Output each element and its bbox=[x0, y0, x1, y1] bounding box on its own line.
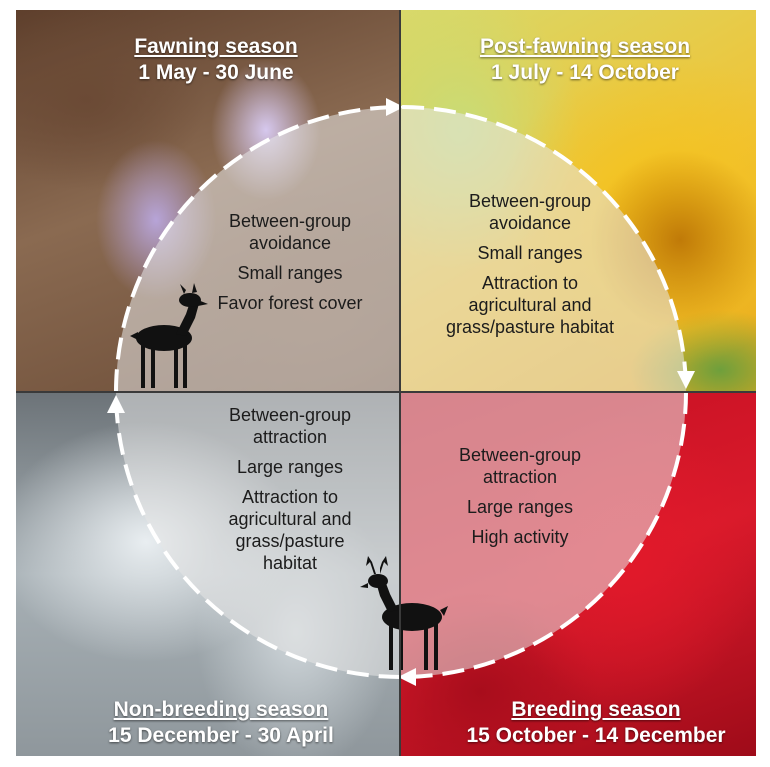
behaviour-text: High activity bbox=[420, 526, 620, 548]
behaviour-text: Favor forest cover bbox=[190, 292, 390, 314]
post-fawning-season-heading: Post-fawning season 1 July - 14 October bbox=[440, 34, 730, 86]
behaviour-line: avoidance bbox=[249, 233, 331, 253]
behaviour-text: Between-group attraction bbox=[420, 444, 620, 488]
behaviour-line: Between-group bbox=[229, 211, 351, 231]
behaviour-line: grass/pasture habitat bbox=[446, 317, 614, 337]
behaviour-line: agricultural and bbox=[228, 509, 351, 529]
post-fawning-behaviours: Between-group avoidance Small ranges Att… bbox=[410, 190, 650, 338]
behaviour-line: agricultural and bbox=[468, 295, 591, 315]
behaviour-line: Attraction to bbox=[242, 487, 338, 507]
behaviour-text: Between-group avoidance bbox=[190, 210, 390, 254]
breeding-behaviours: Between-group attraction Large ranges Hi… bbox=[420, 444, 620, 548]
non-breeding-behaviours: Between-group attraction Large ranges At… bbox=[180, 404, 400, 574]
behaviour-line: Between-group bbox=[229, 405, 351, 425]
behaviour-line: Between-group bbox=[459, 445, 581, 465]
behaviour-line: Between-group bbox=[469, 191, 591, 211]
fawning-behaviours: Between-group avoidance Small ranges Fav… bbox=[190, 210, 390, 314]
fawning-season-heading: Fawning season 1 May - 30 June bbox=[96, 34, 336, 86]
season-title: Non-breeding season bbox=[66, 697, 376, 723]
season-dates: 1 May - 30 June bbox=[96, 60, 336, 86]
behaviour-text: Small ranges bbox=[410, 242, 650, 264]
behaviour-text: Large ranges bbox=[420, 496, 620, 518]
behaviour-line: attraction bbox=[483, 467, 557, 487]
behaviour-text: Attraction to agricultural and grass/pas… bbox=[180, 486, 400, 574]
behaviour-text: Attraction to agricultural and grass/pas… bbox=[410, 272, 650, 338]
season-title: Breeding season bbox=[436, 697, 756, 723]
behaviour-line: avoidance bbox=[489, 213, 571, 233]
season-title: Fawning season bbox=[96, 34, 336, 60]
season-title: Post-fawning season bbox=[440, 34, 730, 60]
season-dates: 15 December - 30 April bbox=[66, 723, 376, 749]
season-dates: 15 October - 14 December bbox=[436, 723, 756, 749]
behaviour-text: Between-group avoidance bbox=[410, 190, 650, 234]
behaviour-line: Attraction to bbox=[482, 273, 578, 293]
behaviour-text: Small ranges bbox=[190, 262, 390, 284]
vertical-divider bbox=[399, 10, 401, 756]
horizontal-divider bbox=[16, 391, 756, 393]
behaviour-text: Between-group attraction bbox=[180, 404, 400, 448]
behaviour-line: attraction bbox=[253, 427, 327, 447]
behaviour-line: habitat bbox=[263, 553, 317, 573]
behaviour-text: Large ranges bbox=[180, 456, 400, 478]
breeding-season-heading: Breeding season 15 October - 14 December bbox=[436, 697, 756, 749]
non-breeding-season-heading: Non-breeding season 15 December - 30 Apr… bbox=[66, 697, 376, 749]
season-dates: 1 July - 14 October bbox=[440, 60, 730, 86]
behaviour-line: grass/pasture bbox=[235, 531, 344, 551]
